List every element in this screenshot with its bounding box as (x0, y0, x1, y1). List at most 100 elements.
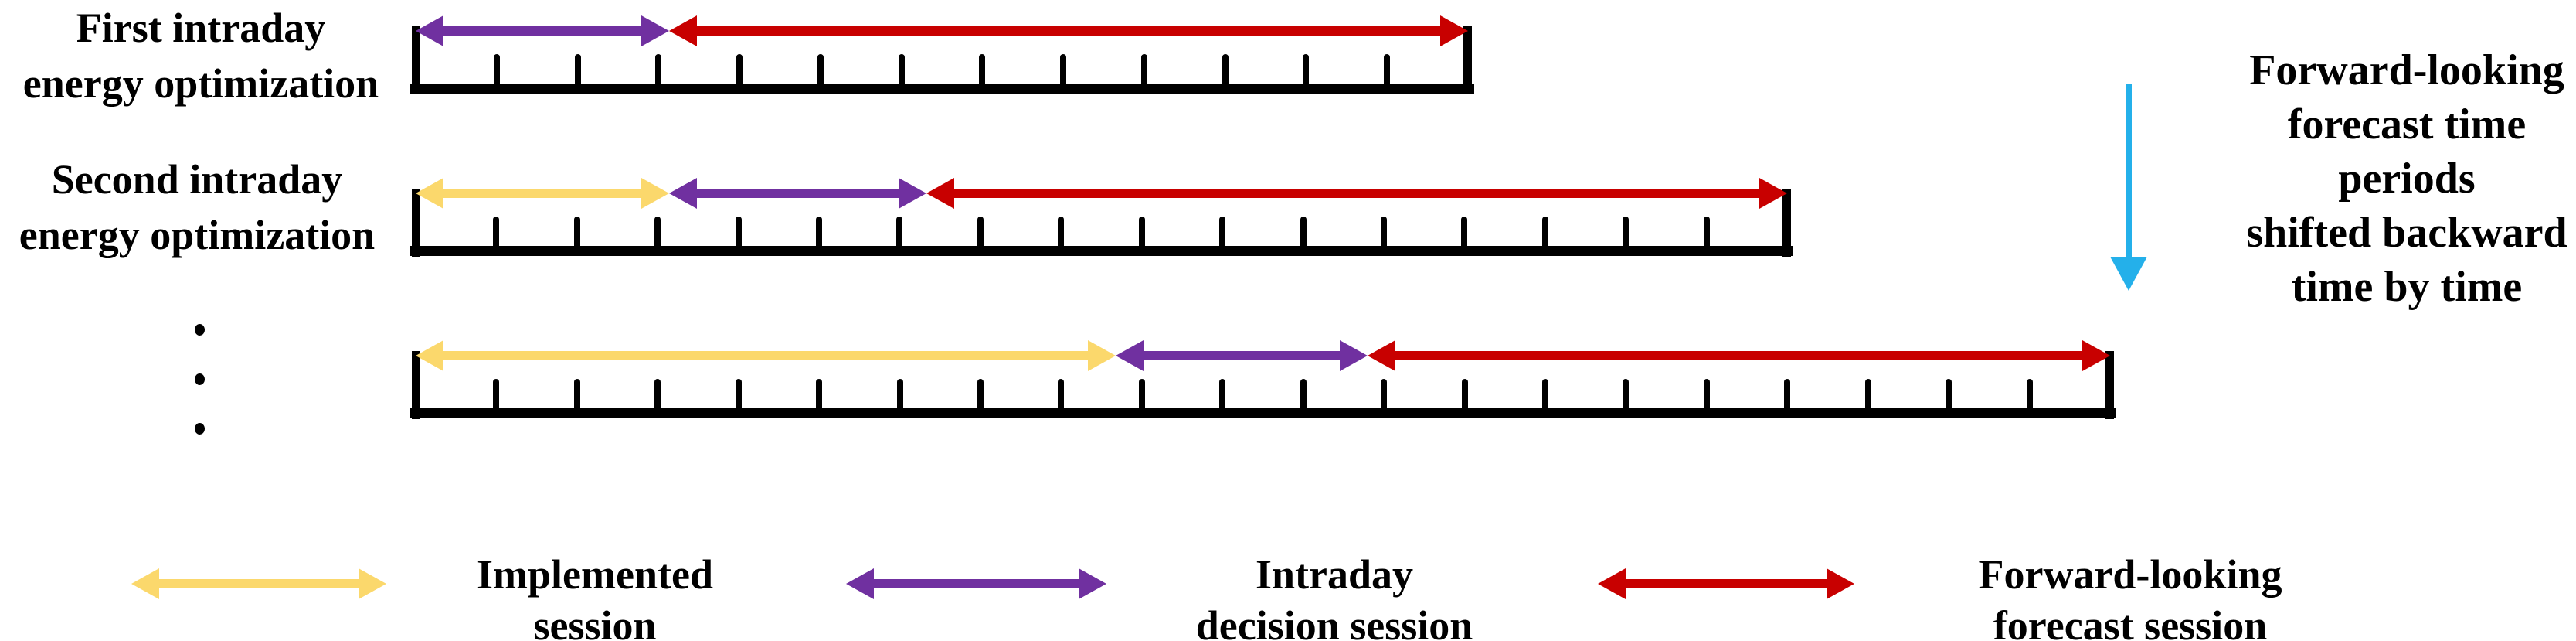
ruler-tick (1703, 379, 1710, 418)
ruler-tick (1222, 54, 1229, 94)
row2-implemented-session-arrow-left-arrowhead (416, 178, 443, 209)
row3-decision-session-arrow-left-arrowhead (1116, 340, 1144, 371)
row2-forecast-session-arrow-right-arrowhead (1759, 178, 1787, 209)
shift-down-arrowhead (2110, 257, 2147, 291)
legend-forecast-arrow-shaft (1616, 579, 1836, 588)
ruler-right-edge (1463, 26, 1472, 94)
row1-decision-session-arrow-left-arrowhead (416, 15, 443, 46)
ruler-tick (573, 379, 580, 418)
row3-forecast-session-arrow-shaft (1386, 351, 2092, 360)
side-note-line5: time by time (2291, 263, 2523, 311)
row3-implemented-session-arrow-shaft (434, 351, 1097, 360)
ruler-tick (1784, 379, 1791, 418)
ruler-tick (1623, 379, 1630, 418)
row3-implemented-session-arrow-left-arrowhead (416, 340, 443, 371)
legend-decision-line1: Intraday (1255, 551, 1414, 598)
row3-forecast-session-arrow-left-arrowhead (1368, 340, 1395, 371)
ruler-baseline (410, 84, 1474, 94)
ruler-tick (1058, 379, 1065, 418)
side-note-line1: Forward-looking (2249, 46, 2564, 94)
row2-label-line2: energy optimization (19, 212, 376, 258)
side-note-line3: periods (2338, 155, 2476, 203)
ruler-tick (493, 379, 500, 418)
ruler-tick (573, 217, 580, 256)
legend-implemented-line2: session (533, 602, 657, 641)
ruler-tick (816, 217, 823, 256)
ruler-tick (1138, 217, 1145, 256)
ruler-tick (1381, 379, 1388, 418)
shift-down-arrow-shaft (2126, 84, 2132, 257)
ruler-tick (896, 217, 903, 256)
ruler-tick (977, 379, 984, 418)
ruler-left-edge (412, 189, 420, 257)
ruler-tick (735, 379, 742, 418)
ruler-tick (1140, 54, 1147, 94)
ruler-tick (1219, 379, 1226, 418)
ruler-right-edge (1782, 189, 1791, 257)
ruler-tick (493, 54, 500, 94)
ruler-tick (1058, 217, 1065, 256)
ruler-tick (655, 54, 662, 94)
ruler-tick (2026, 379, 2033, 418)
ruler-tick (735, 217, 742, 256)
row2-implemented-session-arrow-shaft (434, 189, 651, 198)
ruler-tick (816, 379, 823, 418)
row3-decision-session-arrow-right-arrowhead (1340, 340, 1368, 371)
legend-implemented-line1: Implemented (477, 551, 713, 598)
ruler-tick (896, 379, 903, 418)
ruler-tick (1380, 217, 1387, 256)
legend-implemented-arrow-left-arrowhead (131, 568, 159, 599)
row2-forecast-session-arrow-left-arrowhead (926, 178, 954, 209)
ruler-tick (1623, 217, 1630, 256)
row1-decision-session-arrow-right-arrowhead (641, 15, 669, 46)
row2-decision-session-arrow-left-arrowhead (669, 178, 697, 209)
row1-decision-session-arrow-shaft (434, 26, 651, 36)
row1-label-line1: First intraday (76, 5, 326, 51)
ruler-tick (898, 54, 905, 94)
ellipsis-dot (195, 373, 205, 385)
row2-forecast-session-arrow-shaft (945, 189, 1769, 198)
ruler-tick (1060, 54, 1067, 94)
legend-decision-line2: decision session (1195, 602, 1473, 641)
ellipsis-dot (195, 423, 205, 435)
ruler-tick (1542, 379, 1548, 418)
ruler-tick (1461, 379, 1468, 418)
legend-forecast-line1: Forward-looking (1978, 551, 2282, 598)
legend-implemented-arrow-shaft (150, 579, 368, 588)
ruler-tick (977, 217, 984, 256)
row1-label-line2: energy optimization (22, 60, 379, 107)
ruler-tick (979, 54, 986, 94)
legend-forecast-line2: forecast session (1993, 602, 2268, 641)
ruler-tick (1703, 217, 1710, 256)
legend-label-implemented: Implemented session (325, 549, 865, 641)
ruler-tick (1300, 379, 1307, 418)
row3-forecast-session-arrow-right-arrowhead (2082, 340, 2110, 371)
row1-forecast-session-arrow-shaft (688, 26, 1449, 36)
ruler-tick (1384, 54, 1391, 94)
side-note: Forward-looking forecast time periods sh… (2225, 43, 2576, 314)
ruler-tick (1138, 379, 1145, 418)
row2-label-line1: Second intraday (51, 156, 343, 203)
row3-decision-session-arrow-shaft (1134, 351, 1349, 360)
ruler-left-edge (412, 26, 420, 94)
legend-decision-arrow-right-arrowhead (1079, 568, 1106, 599)
row2-decision-session-arrow-shaft (688, 189, 908, 198)
ruler-tick (817, 54, 824, 94)
row2-implemented-session-arrow-right-arrowhead (641, 178, 669, 209)
legend-forecast-arrow-right-arrowhead (1827, 568, 1854, 599)
ruler-tick (736, 54, 743, 94)
legend-implemented-arrow-right-arrowhead (359, 568, 386, 599)
ruler-tick (654, 379, 661, 418)
ruler-tick (1461, 217, 1468, 256)
row3-implemented-session-arrow-right-arrowhead (1088, 340, 1116, 371)
ruler-tick (574, 54, 581, 94)
legend-label-forecast: Forward-looking forecast session (1860, 549, 2401, 641)
ruler-tick (1303, 54, 1310, 94)
side-note-line4: shifted backward (2246, 209, 2568, 257)
ruler-tick (493, 217, 500, 256)
ruler-tick (1864, 379, 1871, 418)
row1-forecast-session-arrow-right-arrowhead (1440, 15, 1468, 46)
legend-label-decision: Intraday decision session (1064, 549, 1605, 641)
side-note-line2: forecast time (2287, 101, 2527, 148)
